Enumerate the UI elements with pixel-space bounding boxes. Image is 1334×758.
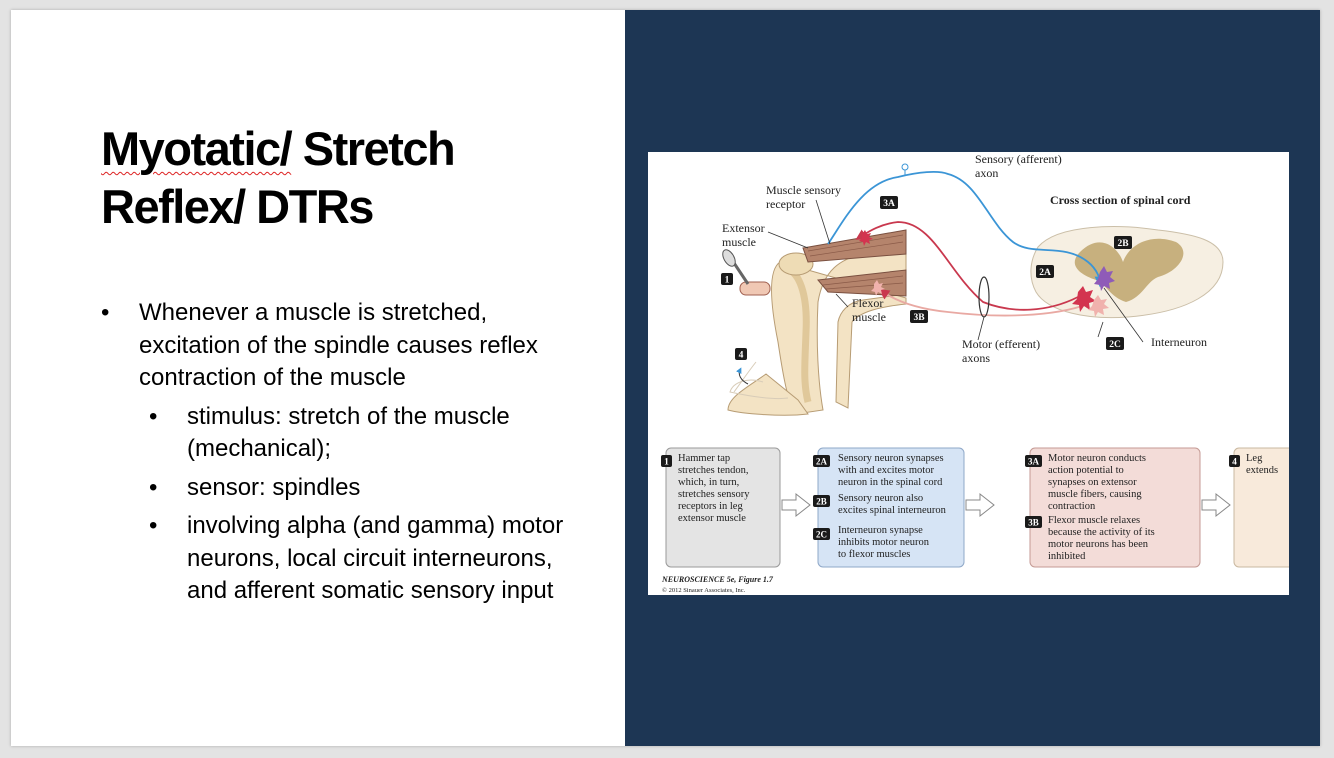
svg-text:Motor neuron conducts: Motor neuron conducts <box>1048 453 1146 464</box>
badge-3a: 3A <box>880 196 898 209</box>
label-interneuron: Interneuron <box>1151 335 1207 349</box>
svg-text:3B: 3B <box>913 313 925 323</box>
svg-text:4: 4 <box>739 351 744 361</box>
reflex-figure: Sensory (afferent) axon Muscle sensory r… <box>648 152 1297 595</box>
badge-3b: 3B <box>910 310 928 323</box>
badge-2c: 2C <box>1106 337 1124 350</box>
flow-arrow-2 <box>965 492 995 518</box>
svg-text:Extensor: Extensor <box>722 221 765 235</box>
svg-text:Interneuron synapse: Interneuron synapse <box>838 525 923 536</box>
svg-text:Muscle sensory: Muscle sensory <box>766 183 841 197</box>
badge-4: 4 <box>735 348 747 361</box>
svg-text:2C: 2C <box>816 530 827 540</box>
svg-text:motor neurons has been: motor neurons has been <box>1048 539 1149 550</box>
svg-text:because the activity of its: because the activity of its <box>1048 527 1155 538</box>
motor-neuron-extensor <box>1072 286 1096 312</box>
sensory-axon <box>827 170 1106 288</box>
label-muscle-receptor: Muscle sensory receptor <box>766 183 841 211</box>
label-sensory-axon: Sensory (afferent) axon <box>975 152 1062 180</box>
svg-text:3B: 3B <box>1028 518 1039 528</box>
label-cross-section: Cross section of spinal cord <box>1050 193 1191 207</box>
svg-text:axon: axon <box>975 166 998 180</box>
svg-text:3A: 3A <box>883 199 895 209</box>
svg-text:3A: 3A <box>1028 457 1040 467</box>
svg-text:synapses on extensor: synapses on extensor <box>1048 477 1137 488</box>
svg-text:© 2012 Sinauer Associates, Inc: © 2012 Sinauer Associates, Inc. <box>662 587 746 594</box>
svg-text:stretches sensory: stretches sensory <box>678 489 750 500</box>
svg-text:neuron in the spinal cord: neuron in the spinal cord <box>838 477 943 488</box>
svg-text:Leg: Leg <box>1246 453 1263 464</box>
flow-arrow-1 <box>781 492 811 518</box>
svg-text:excites spinal interneuron: excites spinal interneuron <box>838 505 947 516</box>
svg-text:Hammer tap: Hammer tap <box>678 453 730 464</box>
svg-text:Sensory neuron synapses: Sensory neuron synapses <box>838 453 944 464</box>
svg-text:extends: extends <box>1246 465 1278 476</box>
svg-text:axons: axons <box>962 351 990 365</box>
svg-text:2C: 2C <box>1109 340 1121 350</box>
muscle-synapse-3b <box>871 280 885 296</box>
svg-text:muscle: muscle <box>722 235 756 249</box>
reflex-hammer-icon <box>722 249 771 296</box>
svg-text:NEUROSCIENCE 5e, Figure 1.7: NEUROSCIENCE 5e, Figure 1.7 <box>661 575 774 584</box>
svg-text:Flexor muscle relaxes: Flexor muscle relaxes <box>1048 515 1140 526</box>
bullet-involving: • involving alpha (and gamma) motor neur… <box>149 512 564 604</box>
motor-axon-extensor <box>855 221 1079 311</box>
muscle-synapse-3a <box>859 230 873 246</box>
title-misspelled-word: Myotatic/ <box>101 122 293 175</box>
label-extensor: Extensor muscle <box>722 221 765 249</box>
bullet-sensor: • sensor: spindles <box>149 473 361 501</box>
svg-text:receptors in leg: receptors in leg <box>678 501 743 512</box>
badge-2a: 2A <box>1036 265 1054 278</box>
label-motor-axons: Motor (efferent) axons <box>962 337 1040 365</box>
step-box-2: 2A 2B 2C Sensory neuron synapses with an… <box>813 447 965 568</box>
svg-text:receptor: receptor <box>766 197 805 211</box>
leg-illustration <box>727 229 907 416</box>
svg-text:Sensory (afferent): Sensory (afferent) <box>975 152 1062 166</box>
bullet-list: • Whenever a muscle is stretched, excita… <box>101 297 601 608</box>
svg-text:Motor (efferent): Motor (efferent) <box>962 337 1040 351</box>
motor-axon-flexor <box>878 289 1089 317</box>
svg-text:which, in turn,: which, in turn, <box>678 477 739 488</box>
svg-text:Flexor: Flexor <box>852 296 883 310</box>
slide-title: Myotatic/ Stretch Reflex/ DTRs <box>101 122 456 233</box>
svg-text:Sensory neuron also: Sensory neuron also <box>838 493 923 504</box>
svg-text:4: 4 <box>1232 458 1237 468</box>
svg-text:muscle fibers, causing: muscle fibers, causing <box>1048 489 1142 500</box>
label-flexor: Flexor muscle <box>852 296 886 324</box>
svg-text:inhibits motor neuron: inhibits motor neuron <box>838 537 930 548</box>
svg-text:2B: 2B <box>816 497 827 507</box>
svg-text:muscle: muscle <box>852 310 886 324</box>
badge-1: 1 <box>721 273 733 286</box>
interneuron <box>1094 266 1115 291</box>
bullet-stimulus: • stimulus: stretch of the muscle (mecha… <box>149 402 510 463</box>
motor-neuron-flexor <box>1088 295 1109 317</box>
svg-text:1: 1 <box>664 458 669 468</box>
step-box-3: 3A 3B Motor neuron conducts action poten… <box>1025 447 1201 568</box>
figure-credit: NEUROSCIENCE 5e, Figure 1.7 © 2012 Sinau… <box>661 575 774 594</box>
svg-text:contraction: contraction <box>1048 501 1096 512</box>
svg-text:1: 1 <box>725 276 730 286</box>
svg-text:2A: 2A <box>1039 268 1051 278</box>
svg-text:2B: 2B <box>1117 239 1129 249</box>
badge-2b: 2B <box>1114 236 1132 249</box>
svg-text:extensor muscle: extensor muscle <box>678 513 746 524</box>
bullet-main: • Whenever a muscle is stretched, excita… <box>101 299 538 391</box>
svg-text:2A: 2A <box>816 457 828 467</box>
flow-arrow-3 <box>1201 492 1231 518</box>
svg-text:stretches tendon,: stretches tendon, <box>678 465 749 476</box>
svg-text:to flexor muscles: to flexor muscles <box>838 549 910 560</box>
svg-text:inhibited: inhibited <box>1048 551 1086 562</box>
svg-text:action potential to: action potential to <box>1048 465 1124 476</box>
step-box-4: 4 Leg extends <box>1229 447 1297 568</box>
svg-text:with and excites motor: with and excites motor <box>838 465 934 476</box>
step-box-1: 1 Hammer tap stretches tendon, which, in… <box>661 447 781 568</box>
slide: Myotatic/ Stretch Reflex/ DTRs • Wheneve… <box>11 10 1320 746</box>
